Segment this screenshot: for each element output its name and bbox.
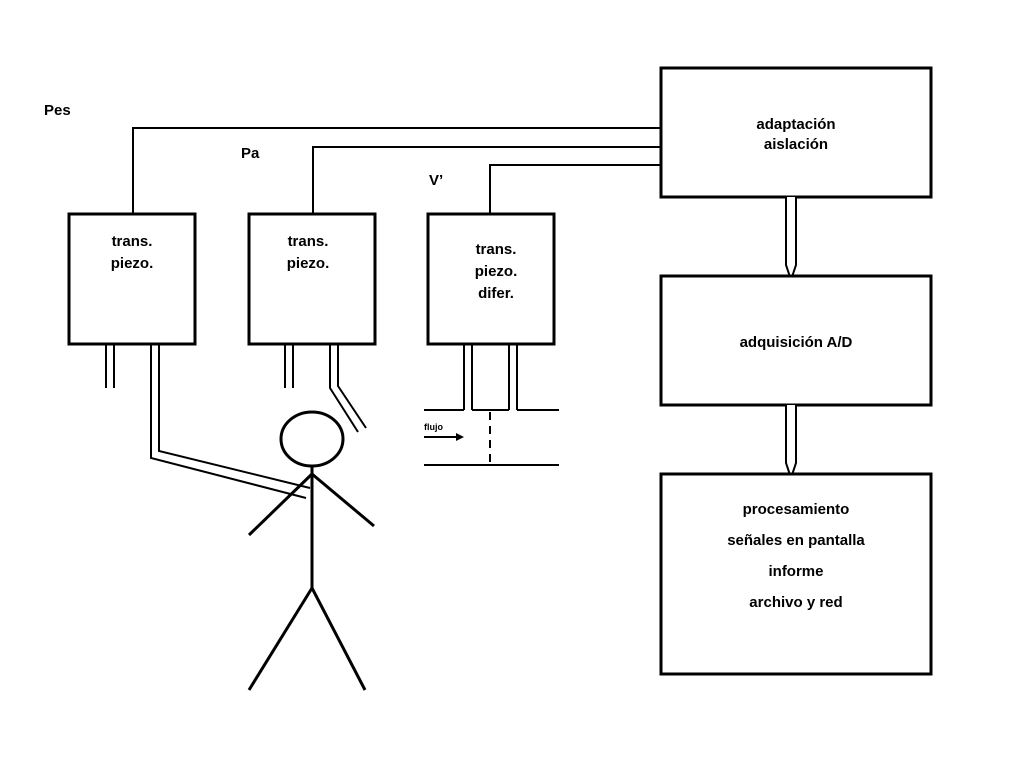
block-acquisition-label: adquisición A/D xyxy=(740,334,853,351)
block-processing-box xyxy=(659,472,933,676)
signal-label-pa: Pa xyxy=(241,145,260,162)
pneumotachograph xyxy=(424,345,559,466)
block-adaptation: adaptación aislación xyxy=(659,66,933,199)
transducer-flow-label-3: difer. xyxy=(478,285,514,302)
transducer-pes-label-2: piezo. xyxy=(111,255,154,272)
transducer-flow: trans. piezo. difer. xyxy=(426,212,556,346)
transducer-pes-label-1: trans. xyxy=(112,233,153,250)
transducer-pa: trans. piezo. xyxy=(247,212,377,346)
flow-label: flujo xyxy=(424,422,443,432)
transducer-pa-box xyxy=(247,212,377,346)
catheter-tube-outer xyxy=(150,345,307,499)
transducer-pa-label-1: trans. xyxy=(288,233,329,250)
transducer-flow-label-1: trans. xyxy=(476,241,517,258)
block-adaptation-label-2: aislación xyxy=(764,136,828,153)
transducer-flow-box xyxy=(426,212,556,346)
connector-arrow-2-icon xyxy=(785,405,797,482)
block-acquisition: adquisición A/D xyxy=(659,274,933,407)
transducer-pes-ports xyxy=(105,345,311,499)
signal-line-pa xyxy=(312,146,661,213)
block-processing-label-3: informe xyxy=(768,563,823,580)
block-processing-label-1: procesamiento xyxy=(743,501,850,518)
block-processing-label-4: archivo y red xyxy=(749,594,842,611)
transducer-pes: trans. piezo. xyxy=(67,212,197,346)
connector-arrow-1-icon xyxy=(785,197,797,284)
subject-head xyxy=(279,410,345,468)
block-processing: procesamiento señales en pantalla inform… xyxy=(659,472,933,676)
transducer-flow-label-2: piezo. xyxy=(475,263,518,280)
signal-label-vflow: V’ xyxy=(429,172,443,189)
transducer-pa-ports xyxy=(284,345,367,433)
signal-line-pes xyxy=(132,127,661,213)
signal-line-flow xyxy=(489,164,661,213)
transducer-pa-label-2: piezo. xyxy=(287,255,330,272)
block-adaptation-box xyxy=(659,66,933,199)
signal-label-pes: Pes xyxy=(44,102,71,119)
catheter-tube-inner xyxy=(158,345,311,489)
block-adaptation-label-1: adaptación xyxy=(756,116,835,133)
transducer-pes-box xyxy=(67,212,197,346)
block-processing-label-2: señales en pantalla xyxy=(727,532,865,549)
subject-figure-icon xyxy=(247,410,375,691)
